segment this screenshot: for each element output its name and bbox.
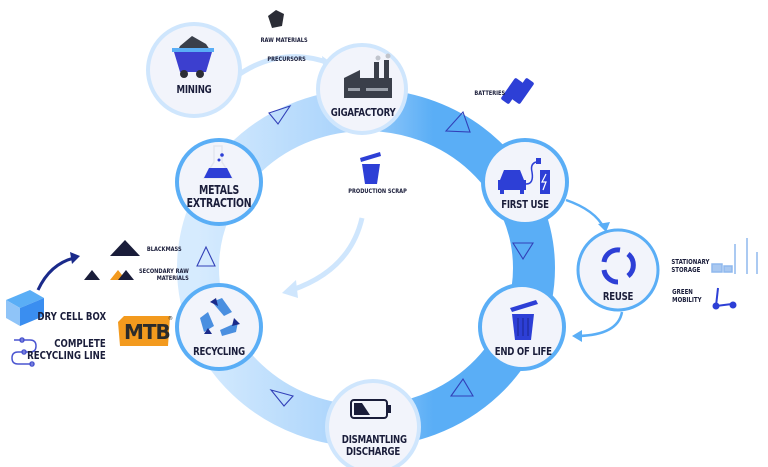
flow-triangle-icon (269, 389, 295, 407)
node-first-use[interactable] (481, 138, 569, 226)
node-label-first-use: FIRST USE (501, 198, 549, 211)
label-line: MATERIALS (156, 274, 189, 283)
flow-triangle-icon (196, 245, 216, 267)
flow-triangle-icon (449, 377, 474, 397)
node-label-metals-extraction: METALS EXTRACTION (184, 184, 254, 209)
secondary-raw-materials-label: SECONDARY RAW MATERIALS (139, 267, 189, 283)
node-label-end-of-life: END OF LIFE (494, 345, 552, 358)
arrow-scrap-to-recycling (291, 217, 365, 293)
blackmass-label: BLACKMASS (146, 245, 182, 253)
node-label-recycling: RECYCLING (193, 345, 245, 358)
green-mobility-label: GREEN MOBILITY (672, 288, 701, 304)
arrowhead-icon (572, 330, 582, 342)
node-recycling[interactable] (175, 283, 263, 371)
complete-recycling-line-label: COMPLETE RECYCLING LINE (27, 337, 106, 363)
node-label-gigafactory: GIGAFACTORY (330, 106, 396, 119)
node-end-of-life[interactable] (478, 283, 566, 371)
arrowhead-icon (70, 252, 80, 264)
label-line: MOBILITY (672, 296, 702, 305)
arrow-mining-to-gigafactory (232, 54, 333, 81)
mtb-logo-text: MTB (124, 320, 171, 344)
flow-arrows (196, 104, 534, 407)
node-label-line: DISMANTLING (341, 433, 407, 446)
electric-car-charger-icon (498, 158, 550, 194)
node-label-line: DISCHARGE (345, 444, 401, 458)
node-label-line: METALS (199, 183, 239, 197)
flow-triangle-icon (444, 110, 471, 133)
node-gigafactory[interactable] (316, 43, 408, 135)
recycle-icon (200, 298, 240, 336)
raw-materials-icon (268, 10, 284, 28)
production-scrap-label: PRODUCTION SCRAP (348, 187, 407, 195)
arrow-firstuse-to-reuse (565, 198, 606, 229)
label-line: COMPLETE (54, 337, 106, 350)
flow-triangle-icon (268, 104, 292, 125)
arrowhead-icon (282, 280, 298, 298)
recycle-arrows-icon (601, 247, 636, 285)
low-battery-icon (350, 399, 391, 419)
blackmass-icon (110, 240, 140, 256)
node-label-line: EXTRACTION (186, 195, 252, 210)
flask-icon (202, 145, 234, 179)
mtb-registered-mark: ® (168, 316, 173, 322)
label-line: SECONDARY RAW (139, 267, 189, 275)
stationary-storage-label: STATIONARY STORAGE (671, 258, 709, 274)
flow-triangle-icon (512, 242, 534, 261)
arrow-drycell-to-blackmass (36, 256, 75, 291)
dry-cell-box-icon (6, 290, 44, 326)
factory-icon (344, 53, 392, 98)
precursors-label: PRECURSORS (267, 55, 306, 63)
secondary-raw-materials-icon (84, 270, 134, 280)
node-label-dismantling: DISMANTLING DISCHARGE (341, 433, 407, 458)
recycling-line-icon (11, 337, 37, 367)
node-dismantling[interactable] (325, 379, 421, 467)
mine-cart-icon (172, 36, 214, 78)
batteries-icon (501, 78, 534, 104)
label-line: RECYCLING LINE (27, 349, 106, 363)
node-reuse[interactable] (576, 228, 660, 312)
solar-wind-icon (711, 238, 758, 274)
trash-bin-icon (510, 300, 538, 340)
node-label-mining: MINING (176, 83, 212, 96)
node-label-reuse: REUSE (602, 290, 634, 303)
node-mining[interactable] (146, 22, 242, 118)
production-scrap-icon (360, 152, 381, 184)
arrow-reuse-to-endoflife (577, 311, 624, 338)
raw-materials-label: RAW MATERIALS (260, 36, 308, 44)
dry-cell-box-label: DRY CELL BOX (37, 310, 106, 323)
label-line: GREEN (672, 288, 693, 296)
scooter-icon (712, 287, 737, 310)
arrowhead-icon (598, 222, 610, 232)
mtb-logo (118, 316, 170, 346)
label-line: STATIONARY (671, 258, 710, 266)
label-line: STORAGE (671, 266, 701, 275)
node-metals-extraction[interactable] (175, 138, 263, 226)
batteries-label: BATTERIES (474, 89, 506, 97)
